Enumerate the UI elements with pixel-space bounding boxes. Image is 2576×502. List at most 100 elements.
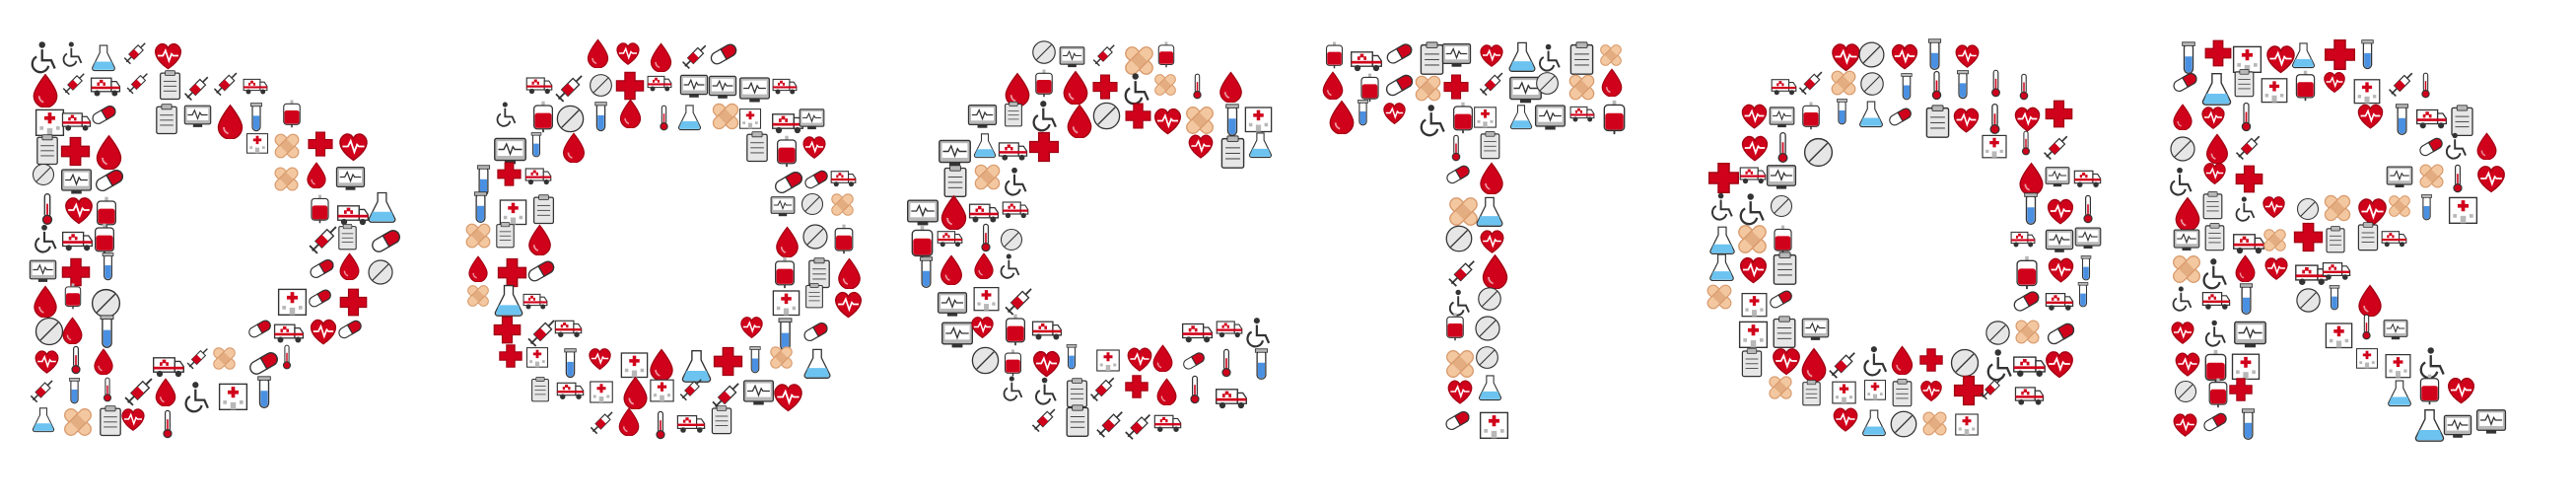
clipboard-icon [2357, 221, 2378, 251]
blood-drop-icon [527, 224, 551, 255]
syringe-icon [30, 380, 53, 403]
heart-ecg-icon [2265, 45, 2295, 74]
red-cross-icon [2229, 377, 2254, 401]
flask-icon [803, 348, 831, 380]
ambulance-icon [1739, 167, 1767, 184]
round-tablet-icon [35, 317, 63, 346]
blood-bag-icon [2016, 256, 2038, 290]
heart-ecg-icon [2173, 412, 2196, 437]
syringe-icon [126, 73, 148, 95]
heart-ecg-icon [1127, 347, 1151, 373]
hospital-icon [590, 381, 613, 403]
wheelchair-icon [496, 102, 516, 127]
letter-r-6 [2169, 0, 2534, 502]
clipboard-icon [805, 282, 824, 309]
ecg-monitor-icon [939, 139, 972, 167]
heart-ecg-icon [1920, 381, 1942, 402]
bandage-icon [465, 223, 491, 249]
red-cross-icon [497, 162, 522, 187]
clipboard-icon [1892, 379, 1913, 407]
blood-drop-icon [1329, 100, 1354, 134]
test-tube-icon [1901, 73, 1913, 101]
blood-bag-icon [2208, 379, 2228, 408]
ecg-monitor-icon [2443, 414, 2472, 438]
pill-capsule-icon [1445, 166, 1470, 184]
wheelchair-icon [1739, 193, 1765, 226]
flask-icon [2387, 380, 2411, 407]
round-tablet-icon [368, 259, 393, 285]
hospital-icon [1831, 382, 1856, 404]
flask-icon [33, 407, 55, 433]
ambulance-icon [2010, 232, 2036, 248]
clipboard-icon [1773, 251, 1796, 286]
wheelchair-icon [2446, 133, 2468, 160]
blood-drop-icon [1067, 104, 1092, 138]
round-tablet-icon [802, 223, 829, 250]
blood-bag-icon [1157, 41, 1175, 68]
syringe-icon [527, 320, 555, 347]
blood-bag-icon [2419, 375, 2440, 405]
bandage-icon [1185, 106, 1214, 134]
ecg-monitor-icon [2173, 229, 2199, 251]
ecg-monitor-icon [29, 259, 57, 282]
clipboard-icon [532, 194, 554, 225]
heart-ecg-icon [2203, 163, 2226, 185]
wheelchair-icon [2202, 257, 2227, 289]
round-tablet-icon [2296, 197, 2319, 220]
heart-ecg-icon [2477, 166, 2505, 193]
clipboard-icon [807, 256, 830, 288]
syringe-icon [2043, 135, 2067, 160]
pill-capsule-icon [92, 106, 116, 125]
blood-bag-icon [1603, 100, 1626, 134]
clipboard-icon [338, 223, 357, 251]
test-tube-icon [1225, 104, 1239, 137]
clipboard-icon [1066, 404, 1089, 438]
pill-capsule-icon [527, 260, 555, 282]
syringe-icon [63, 73, 86, 96]
blood-drop-icon [619, 99, 642, 129]
bandage-icon [1737, 224, 1767, 253]
ambulance-icon [1215, 388, 1247, 408]
syringe-icon [1828, 352, 1855, 379]
syringe-icon [1032, 408, 1056, 432]
ecg-monitor-icon [1442, 42, 1472, 67]
heart-ecg-icon [1831, 43, 1860, 72]
hospital-icon [772, 290, 800, 317]
flask-icon [368, 191, 396, 224]
wheelchair-icon [2173, 286, 2193, 312]
syringe-icon [1092, 44, 1115, 67]
heart-ecg-icon [2358, 198, 2387, 227]
heart-ecg-icon [589, 348, 611, 371]
blood-bag-icon [1004, 349, 1021, 377]
syringe-icon [712, 383, 739, 410]
clipboard-icon [530, 376, 549, 402]
wheelchair-icon [1710, 192, 1733, 221]
red-cross-icon [61, 257, 90, 287]
pill-capsule-icon [2203, 412, 2227, 431]
blood-drop-icon [837, 257, 861, 289]
thermometer-icon [103, 377, 111, 402]
test-tube-icon [100, 315, 114, 348]
blood-drop-icon [650, 41, 671, 72]
thermometer-icon [660, 105, 668, 130]
ecg-monitor-icon [1508, 76, 1542, 104]
heart-ecg-icon [2171, 322, 2194, 344]
pill-capsule-icon [2013, 291, 2040, 312]
heart-ecg-icon [339, 133, 369, 162]
ambulance-icon [522, 293, 548, 310]
blood-bag-icon [283, 100, 301, 127]
ecg-monitor-icon [336, 166, 366, 190]
red-cross-icon [1953, 376, 1984, 406]
red-cross-icon [1029, 131, 1060, 163]
test-tube-icon [1837, 99, 1847, 125]
clipboard-icon [2234, 69, 2255, 98]
clipboard-icon [1925, 105, 1950, 138]
heart-ecg-icon [2447, 378, 2474, 404]
hospital-icon [1863, 379, 1886, 400]
blood-bag-icon [1035, 69, 1053, 98]
heart-ecg-icon [2015, 107, 2041, 132]
hospital-icon [1981, 134, 2007, 159]
blood-drop-icon [650, 348, 674, 382]
wheelchair-icon [1004, 167, 1027, 196]
pill-capsule-icon [711, 43, 737, 65]
